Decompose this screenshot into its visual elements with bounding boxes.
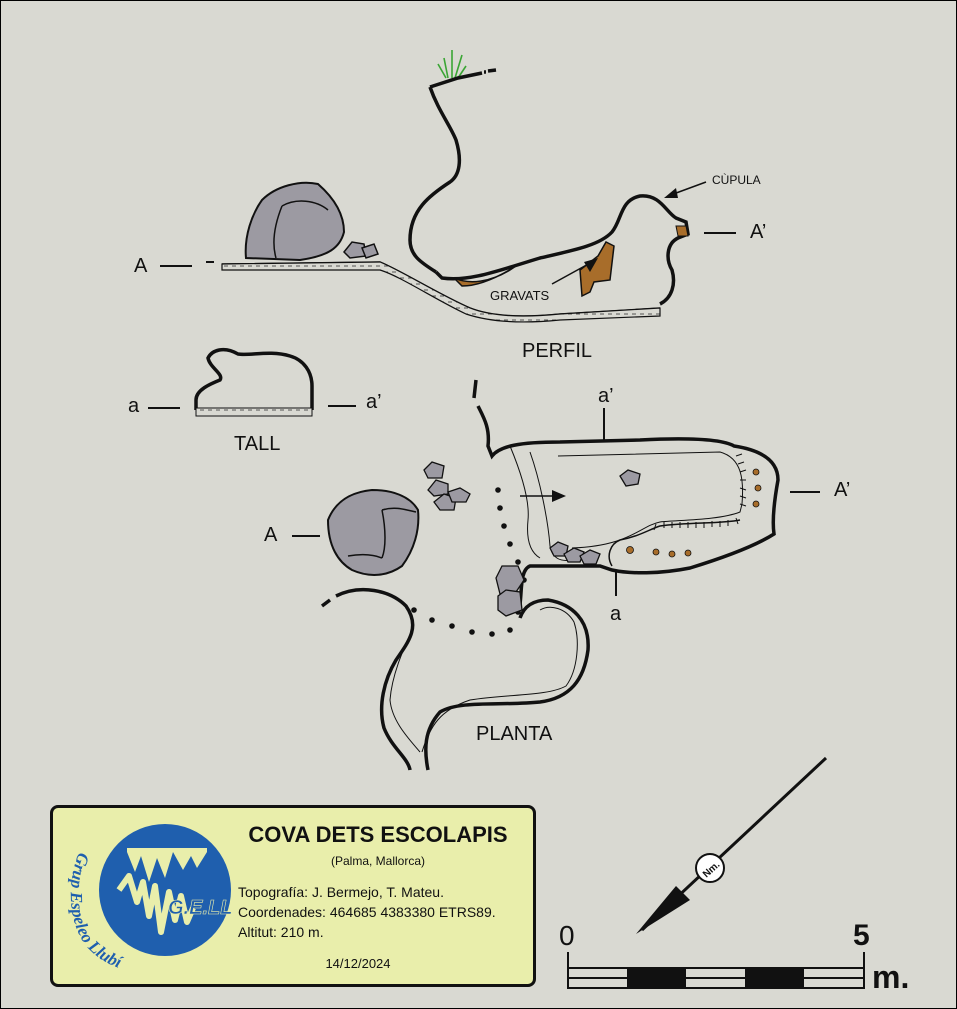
topography-credit: Topografía: J. Bermejo, T. Mateu. (238, 884, 444, 900)
cupula-arrow-icon (664, 181, 707, 198)
north-arrow: Nm. (636, 756, 828, 934)
engraving-dots (626, 468, 762, 558)
profile-section: A A’ CÙPULA GRAVATS PERFIL (134, 50, 766, 362)
profile-roof (434, 194, 690, 306)
engraving-area (453, 265, 517, 287)
cross-section: a a’ TALL (128, 347, 382, 455)
scale-unit: m. (872, 959, 909, 995)
cave-location: (Palma, Mallorca) (330, 854, 426, 868)
cave-title: COVA DETS ESCOLAPIS (248, 822, 508, 847)
altitude: Altitut: 210 m. (238, 924, 324, 940)
survey-date: 14/12/2024 (325, 956, 391, 971)
legend-box: G.E.LL. Grup Espeleo Llubí COVA DETS ESC… (50, 805, 536, 987)
section-a-plan-bottom: a (610, 603, 622, 625)
hachure-marks (653, 453, 747, 531)
tall-outline (194, 347, 314, 410)
grass-icon (437, 50, 467, 79)
scale-start: 0 (559, 920, 575, 951)
plan-outer-wall (472, 379, 780, 605)
gell-logo: G.E.LL. Grup Espeleo Llubí (67, 824, 232, 972)
scale-end: 5 (853, 919, 870, 952)
gravats-label: GRAVATS (490, 288, 550, 303)
gravats-arrow-icon (551, 258, 598, 285)
scale-bar: 0 5 m. (559, 919, 909, 995)
section-a-profile-left: A (134, 255, 148, 277)
plan-section: A A’ a’ a PLANTA (264, 379, 850, 771)
plan-inner-wall (509, 445, 744, 561)
section-a-tall-left: a (128, 395, 140, 417)
profile-cave-outline (408, 68, 497, 274)
plan-lower-passage (320, 587, 590, 771)
coordinates: Coordenades: 464685 4383380 ETRS89. (238, 904, 496, 920)
logo-initials: G.E.LL. (168, 897, 232, 919)
small-stones-icon (342, 241, 379, 259)
dripline-dots (411, 487, 527, 637)
boulder-icon (244, 181, 346, 262)
section-a-plan-left: A (264, 524, 278, 546)
engraving-panel (579, 241, 615, 298)
section-a-prime-profile-right: A’ (750, 221, 766, 243)
section-a-prime-tall-right: a’ (366, 391, 382, 413)
perfil-title: PERFIL (522, 340, 592, 362)
plan-boulder-icon (326, 488, 420, 576)
planta-title: PLANTA (476, 723, 553, 745)
sediment-fill (221, 261, 661, 323)
survey-info: Topografía: J. Bermejo, T. Mateu. Coorde… (238, 882, 496, 942)
section-a-prime-plan-top: a’ (598, 385, 614, 407)
cupula-label: CÙPULA (712, 172, 761, 187)
tall-title: TALL (234, 433, 280, 455)
plan-stones-icon (423, 461, 641, 617)
section-a-prime-plan-right: A’ (834, 479, 850, 501)
profile-direction-arrow-icon (520, 490, 566, 502)
